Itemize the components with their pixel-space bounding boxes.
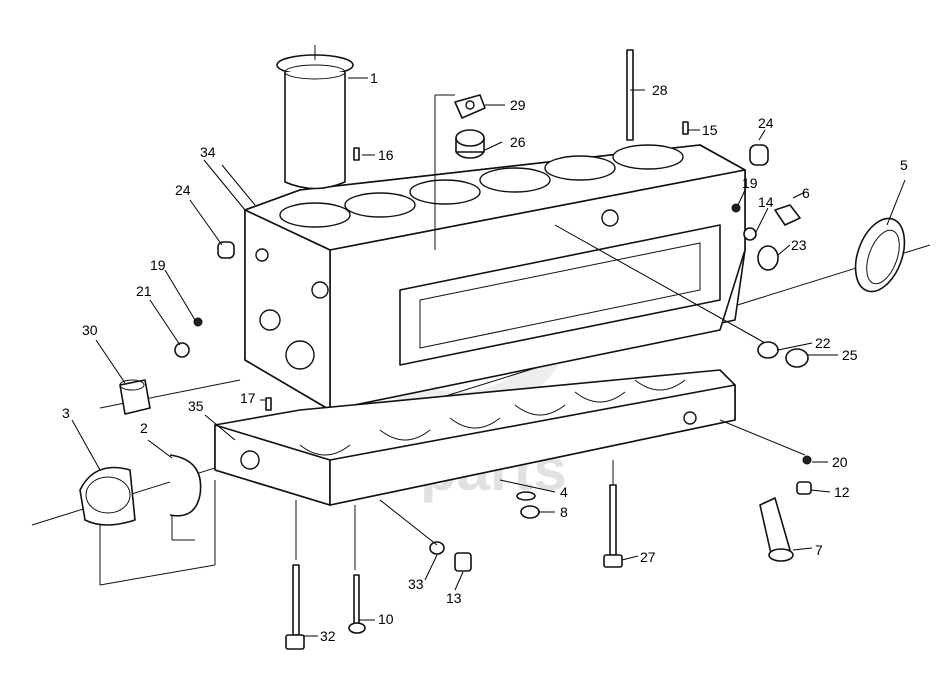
callout-10: 10 xyxy=(378,611,394,627)
washer-4 xyxy=(516,491,536,501)
plug-19-right xyxy=(731,203,741,213)
oil-seal-ring xyxy=(854,217,906,293)
pin-17 xyxy=(265,397,272,411)
callout-3: 3 xyxy=(62,405,70,421)
callout-7: 7 xyxy=(815,542,823,558)
drain-plug-13 xyxy=(454,552,472,572)
callout-30: 30 xyxy=(82,322,98,338)
leader-lines xyxy=(71,77,906,637)
bushing-25 xyxy=(785,348,809,368)
bolt-27 xyxy=(603,484,623,568)
callout-26: 26 xyxy=(510,134,526,150)
callout-32: 32 xyxy=(320,628,336,644)
callout-2: 2 xyxy=(140,420,148,436)
callout-29: 29 xyxy=(510,97,526,113)
plug-23 xyxy=(757,245,779,271)
callout-8: 8 xyxy=(560,504,568,520)
washer-14 xyxy=(743,227,757,241)
callout-20: 20 xyxy=(832,454,848,470)
callout-5: 5 xyxy=(900,157,908,173)
callout-16: 16 xyxy=(378,147,394,163)
bolt-32 xyxy=(285,564,305,650)
callout-19-right: 19 xyxy=(742,175,758,191)
pin-7 xyxy=(759,497,794,562)
bushing-22 xyxy=(757,341,779,359)
callout-35: 35 xyxy=(188,398,204,414)
thrust-washer-2 xyxy=(169,454,202,517)
pin-15 xyxy=(682,121,689,135)
callout-17: 17 xyxy=(240,390,256,406)
plug-6 xyxy=(774,204,801,226)
bushing-30 xyxy=(119,379,151,415)
callout-19-left: 19 xyxy=(150,257,166,273)
callout-33: 33 xyxy=(408,576,424,592)
callout-1: 1 xyxy=(370,70,378,86)
pin-16 xyxy=(353,147,360,161)
bolt-10 xyxy=(348,574,366,634)
plug-24-left xyxy=(217,241,235,259)
callout-13: 13 xyxy=(446,590,462,606)
cylinder-block xyxy=(244,144,746,411)
callout-23: 23 xyxy=(791,237,807,253)
callout-27: 27 xyxy=(640,549,656,565)
callout-labels: 1 2 3 4 5 6 7 8 10 12 13 14 15 16 17 19 … xyxy=(62,70,908,644)
callout-6: 6 xyxy=(802,185,810,201)
cylinder-liner xyxy=(276,54,354,190)
callout-24-right: 24 xyxy=(758,115,774,131)
stud-28 xyxy=(626,49,634,141)
callout-34: 34 xyxy=(200,144,216,160)
callout-25: 25 xyxy=(842,347,858,363)
screw-12 xyxy=(796,481,812,495)
callout-24-left: 24 xyxy=(175,182,191,198)
washer-33 xyxy=(429,541,445,555)
nut-8 xyxy=(520,505,540,519)
callout-22: 22 xyxy=(815,335,831,351)
callout-28: 28 xyxy=(652,82,668,98)
callout-14: 14 xyxy=(758,194,774,210)
thrust-bearing-3 xyxy=(79,466,136,526)
plug-24-right xyxy=(749,144,769,166)
callout-15: 15 xyxy=(702,122,718,138)
callout-21: 21 xyxy=(136,283,152,299)
crankcase-lower xyxy=(214,369,736,506)
plug-26 xyxy=(455,129,485,159)
callout-12: 12 xyxy=(834,484,850,500)
washer-20 xyxy=(802,455,812,465)
callout-4: 4 xyxy=(560,484,568,500)
plug-19-left xyxy=(193,317,203,327)
flange-29 xyxy=(454,94,486,119)
plug-21 xyxy=(174,342,190,358)
